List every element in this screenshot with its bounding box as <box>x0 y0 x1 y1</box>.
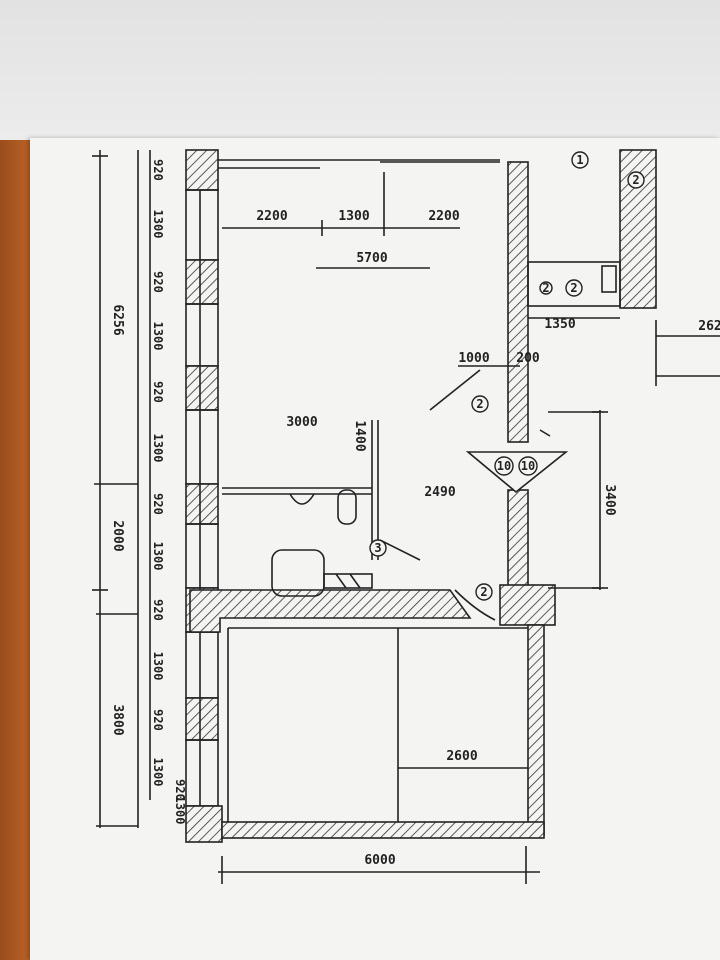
lower-right-wall <box>527 624 545 836</box>
dim-top-left: 2200 <box>256 209 287 224</box>
corridor-wall <box>507 489 529 601</box>
dim-window: 1300 <box>151 434 165 463</box>
marker-label: 2 <box>480 585 487 599</box>
grid-marker-circle <box>518 456 538 476</box>
window-segment <box>185 409 219 485</box>
dim-bath-label: 1400 <box>352 420 367 451</box>
dim-left-lower: 3800 <box>110 704 125 735</box>
marker-label: 1 <box>576 153 583 167</box>
dim-window: 1300 <box>151 652 165 681</box>
grid-marker-circle <box>571 151 589 169</box>
dim-top-right: 2200 <box>428 209 459 224</box>
dim-bottom-total: 6000 <box>364 853 395 868</box>
marker-label: 2 <box>570 281 577 295</box>
marker-label: 10 <box>521 459 535 473</box>
dim-top-mid: 1300 <box>338 209 369 224</box>
dim-window: 920 <box>151 271 165 293</box>
marker-label: 2 <box>632 173 639 187</box>
dim-window: 920 <box>173 779 187 801</box>
dim-left-total-upper: 6256 <box>110 304 125 335</box>
dim-right-small-b: 200 <box>516 351 540 366</box>
window-segment <box>185 523 219 589</box>
dim-left-mid: 2000 <box>110 520 125 551</box>
dividing-wall-right <box>499 584 556 626</box>
corridor-wall <box>507 161 529 443</box>
wall-pier <box>185 149 219 191</box>
grid-marker-circle <box>494 456 514 476</box>
grid-marker-circle <box>539 281 553 295</box>
grid-marker-circle <box>369 539 387 557</box>
wall-pier <box>185 697 219 741</box>
grid-marker-circle <box>565 279 583 297</box>
marker-label: 2 <box>542 281 549 295</box>
dim-window: 920 <box>151 381 165 403</box>
background-wall <box>0 0 720 140</box>
dim-corridor-width: 1000 <box>458 351 489 366</box>
dividing-wall <box>189 589 472 633</box>
dim-window: 1300 <box>151 758 165 787</box>
lower-bottom-wall <box>221 821 545 839</box>
marker-label: 2 <box>476 397 483 411</box>
wall-pier <box>185 483 219 525</box>
dim-right-small-a: 1350 <box>544 317 575 332</box>
dim-corridor-label: 2490 <box>424 485 455 500</box>
dim-right-edge: 262 <box>698 319 720 334</box>
grid-marker-circle <box>471 395 489 413</box>
wall-pier <box>185 259 219 305</box>
window-segment <box>185 189 219 261</box>
marker-label: 10 <box>497 459 511 473</box>
window-segment <box>185 631 219 699</box>
dim-lower-room: 2600 <box>446 749 477 764</box>
dim-window: 920 <box>151 599 165 621</box>
wall-pier <box>185 805 223 843</box>
grid-marker-circle <box>627 171 645 189</box>
marker-label: 3 <box>374 541 381 555</box>
grid-marker-circle <box>475 583 493 601</box>
dim-window: 920 <box>151 709 165 731</box>
dim-window: 1300 <box>173 796 187 825</box>
right-wall <box>619 149 657 309</box>
dim-window: 1300 <box>151 542 165 571</box>
dim-right-vertical: 3400 <box>602 484 617 515</box>
dim-area-upper: 3000 <box>286 415 317 430</box>
dim-window: 1300 <box>151 322 165 351</box>
window-segment <box>185 303 219 367</box>
dim-window: 920 <box>151 159 165 181</box>
dim-top-total: 5700 <box>356 251 387 266</box>
dim-window: 1300 <box>151 210 165 239</box>
wall-pier <box>185 365 219 411</box>
dim-window: 920 <box>151 493 165 515</box>
window-segment <box>185 739 219 807</box>
